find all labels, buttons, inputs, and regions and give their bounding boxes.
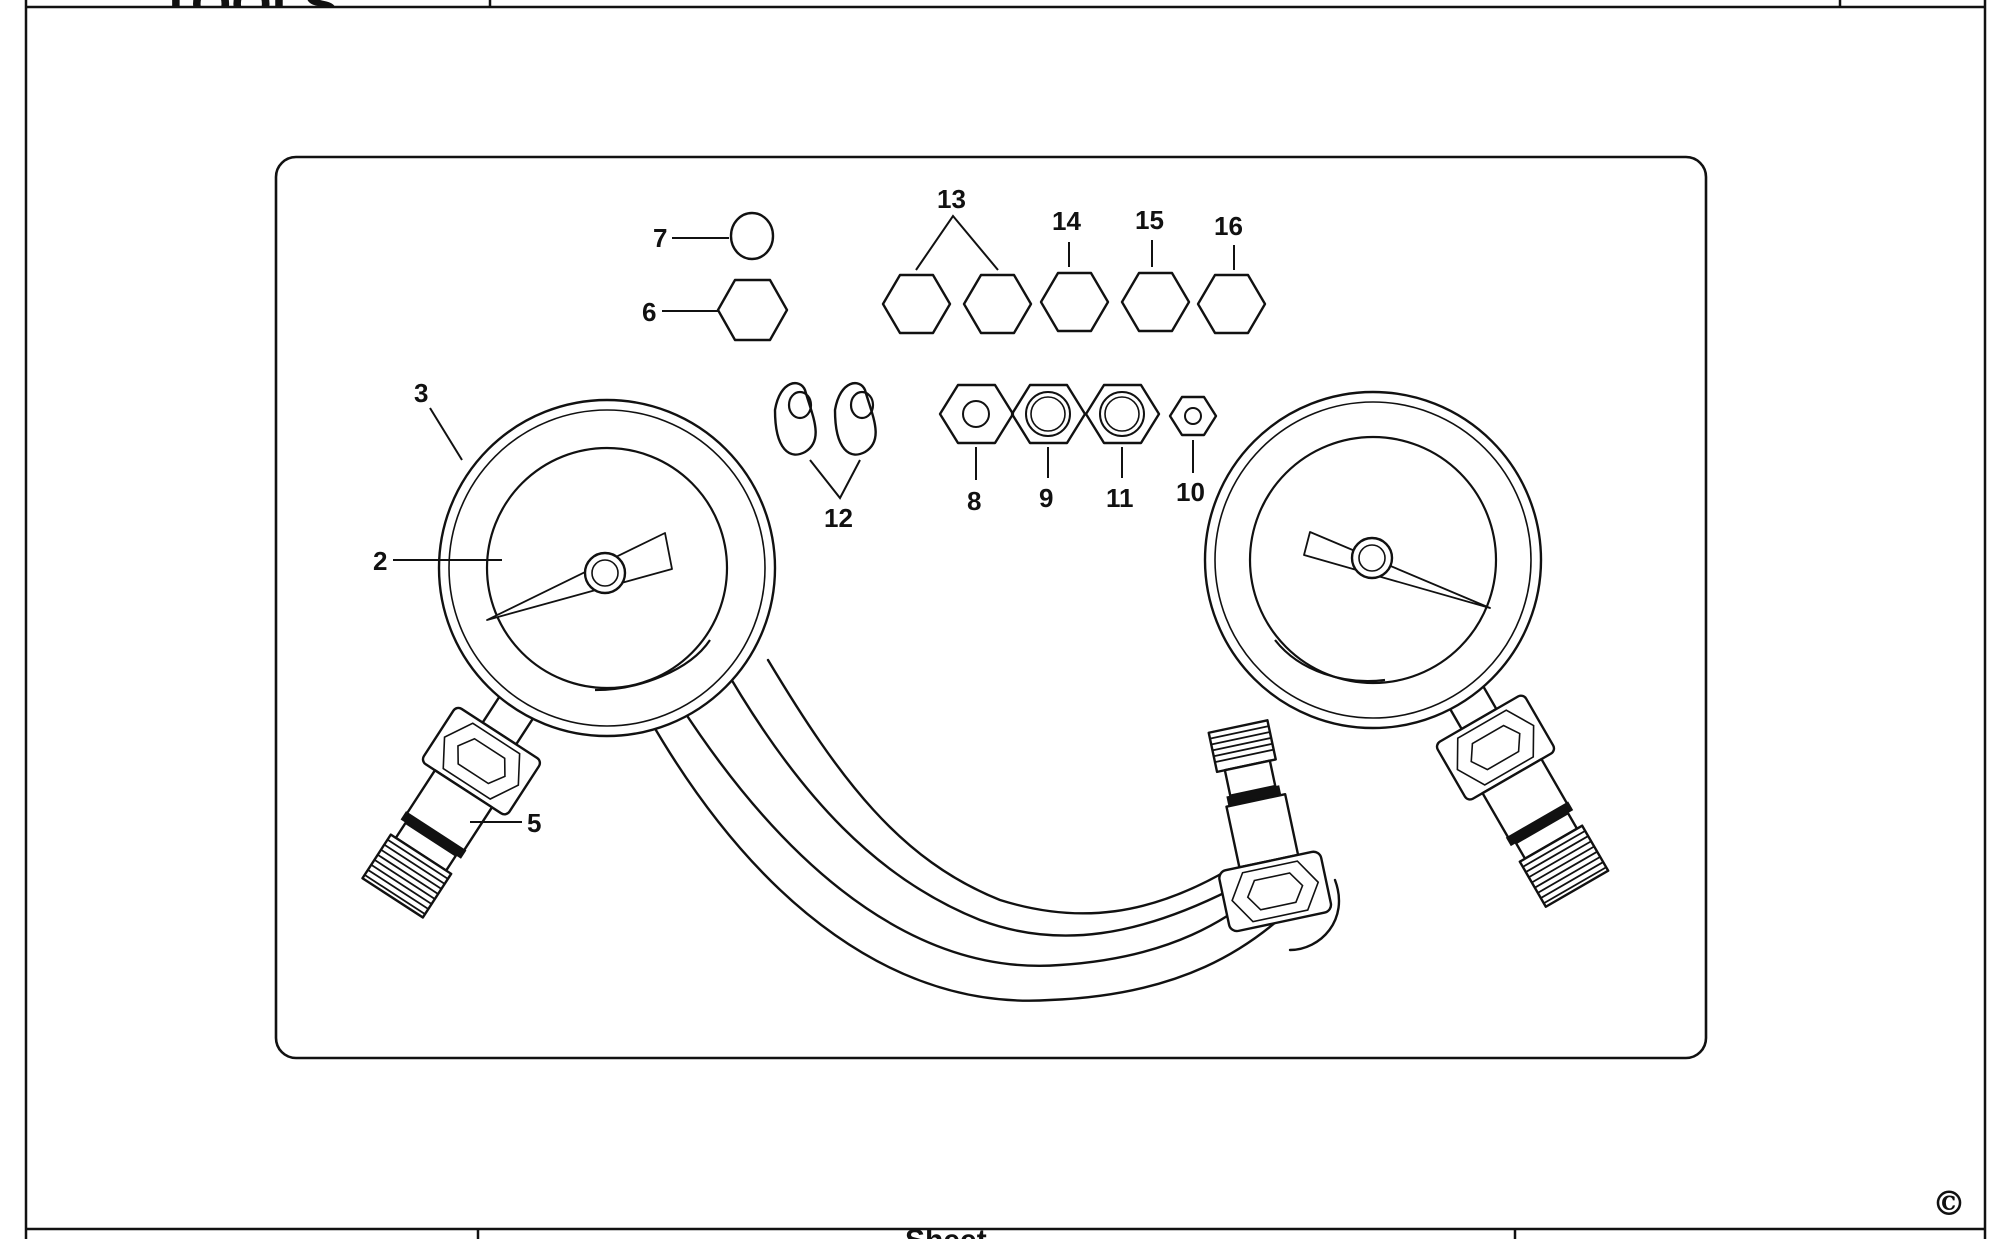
left-gauge-thread: [364, 838, 449, 915]
leader-lines: [393, 214, 1235, 823]
callout-8: 8: [967, 486, 981, 516]
right-gauge-thread: [1522, 830, 1607, 905]
hose: [648, 658, 1341, 1002]
part-9-nut: [1010, 383, 1087, 445]
sheet-frame: [24, 0, 1987, 1239]
part-13-hex-b: [962, 273, 1033, 335]
part-6-hex-cap: [716, 278, 789, 342]
footer-title: Sheet: [905, 1224, 987, 1239]
header-logo-text: TOOLS: [160, 0, 338, 34]
part-11-nut: [1084, 383, 1161, 445]
callout-15: 15: [1135, 205, 1164, 235]
callout-5: 5: [527, 808, 541, 838]
part-16-hex: [1196, 273, 1267, 335]
callout-7: 7: [653, 223, 667, 253]
callout-11: 11: [1106, 483, 1134, 513]
part-7-o-ring: [729, 211, 775, 261]
part-10-nut: [1168, 395, 1218, 437]
callout-3: 3: [414, 378, 428, 408]
callout-14: 14: [1052, 206, 1081, 236]
callout-2: 2: [373, 546, 387, 576]
header-logo: TOOLS: [160, 0, 338, 34]
right-gauge: [1203, 390, 1610, 908]
callout-6: 6: [642, 297, 656, 327]
copyright-symbol: ©: [1932, 1184, 1966, 1224]
part-14-hex: [1039, 271, 1110, 333]
callout-12: 12: [824, 503, 853, 533]
part-15-hex: [1120, 271, 1191, 333]
left-gauge: [361, 398, 777, 919]
callout-13: 13: [937, 184, 966, 214]
hose-end-fitting: [1207, 719, 1333, 933]
callout-9: 9: [1039, 483, 1053, 513]
callout-10: 10: [1176, 477, 1205, 507]
left-gauge-fitting: [361, 687, 542, 919]
part-13-hex-a: [881, 273, 952, 335]
hose-end-thread: [1209, 725, 1274, 763]
part-12-washers: [773, 381, 877, 456]
part-8-nut: [938, 383, 1015, 445]
footer-title-text: Sheet: [905, 1224, 987, 1239]
callout-16: 16: [1214, 211, 1243, 241]
case-outline: [274, 155, 1708, 1060]
